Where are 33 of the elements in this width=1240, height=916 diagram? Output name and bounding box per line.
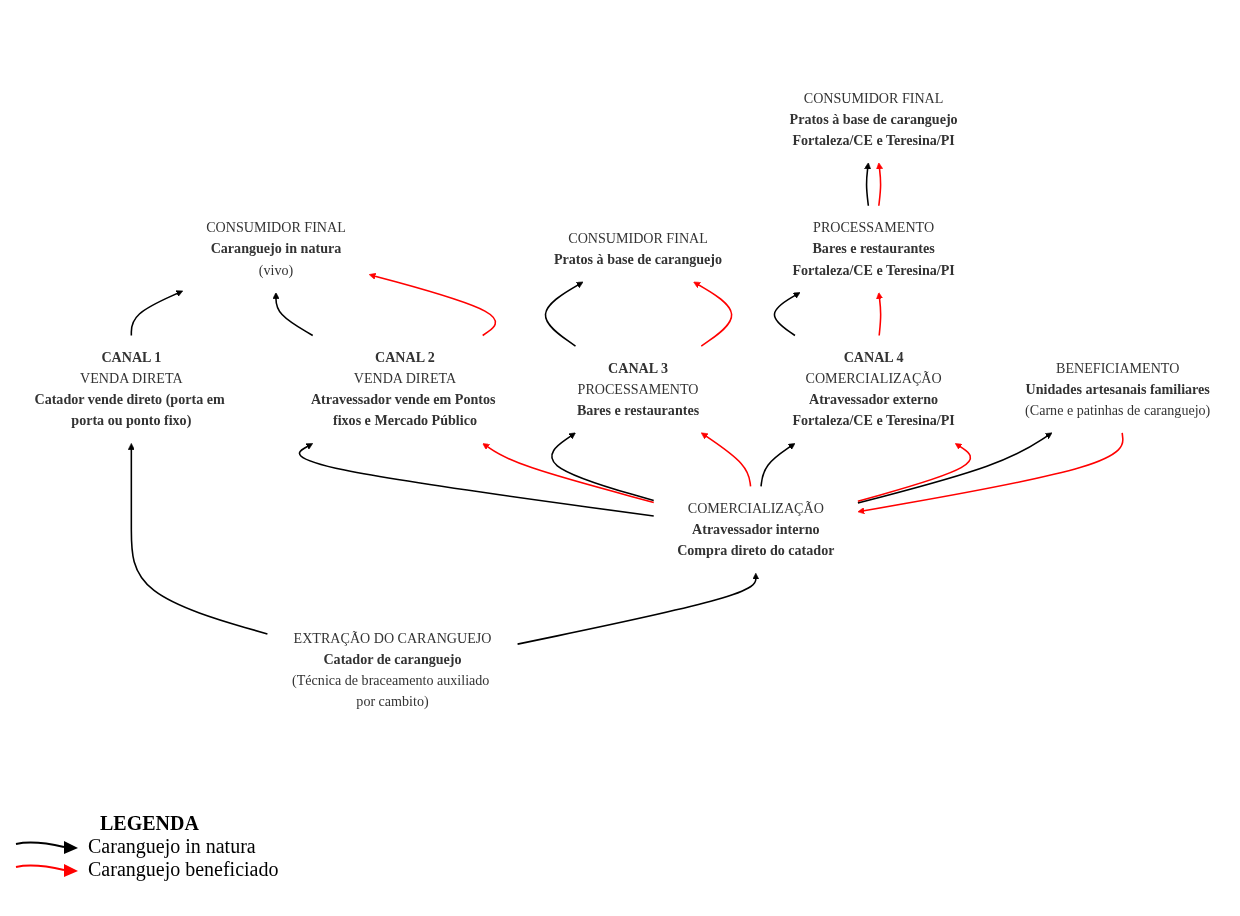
node-text: CANAL 4 COMERCIALIZAÇÃO Atravessador externo Fortaleza/CE e Teresina/PI	[792, 349, 955, 429]
node-text: EXTRAÇÃO DO CARANGUEJO Catador de caranguejo (Técnica de braceamento auxiliado por cambito)	[292, 630, 492, 710]
node-text: CONSUMIDOR FINAL Pratos à base de caranguejo	[553, 230, 723, 268]
arrow	[864, 162, 871, 207]
arrow	[544, 281, 584, 347]
node-text: CONSUMIDOR FINAL Pratos à base de caranguejo Fortaleza/CE e Teresina/PI	[789, 90, 958, 148]
arrow	[857, 443, 972, 502]
arrow	[700, 432, 752, 488]
node-text: CANAL 3 PROCESSAMENTO Bares e restaurantes	[576, 360, 700, 418]
arrow	[127, 443, 269, 635]
node-text: PROCESSAMENTO Bares e restaurantes Fortaleza/CE e Teresina/PI	[792, 219, 955, 278]
node-text: CANAL 2 VENDA DIRETA Atravessador vende em Pontos fixos e Mercado Público	[310, 349, 496, 429]
node-text: CONSUMIDOR FINAL Caranguejo in natura (vivo)	[206, 219, 346, 278]
node-text: COMERCIALIZAÇÃO Atravessador interno Compra direto do catador	[677, 500, 835, 559]
arrow	[272, 292, 314, 337]
arrow	[551, 432, 655, 502]
arrow	[368, 272, 497, 337]
legend-title: LEGENDA	[100, 812, 200, 835]
arrow	[693, 281, 733, 347]
arrow	[516, 572, 760, 645]
arrow	[857, 432, 1124, 515]
legend-text: Caranguejo beneficiado	[88, 858, 279, 881]
legend-text: Caranguejo in natura	[88, 835, 256, 858]
node-text: CANAL 1 VENDA DIRETA Catador vende direto (porta em porta ou ponto fixo)	[34, 349, 225, 429]
arrow	[760, 443, 796, 488]
node-text: BENEFICIAMENTO Unidades artesanais familiares (Carne e patinhas de caranguejo)	[1025, 360, 1211, 418]
arrow	[857, 432, 1053, 504]
arrow	[876, 162, 883, 207]
arrow	[298, 443, 655, 517]
arrow	[773, 292, 801, 337]
arrow	[130, 290, 184, 337]
arrow	[482, 443, 655, 504]
arrow	[876, 292, 883, 337]
